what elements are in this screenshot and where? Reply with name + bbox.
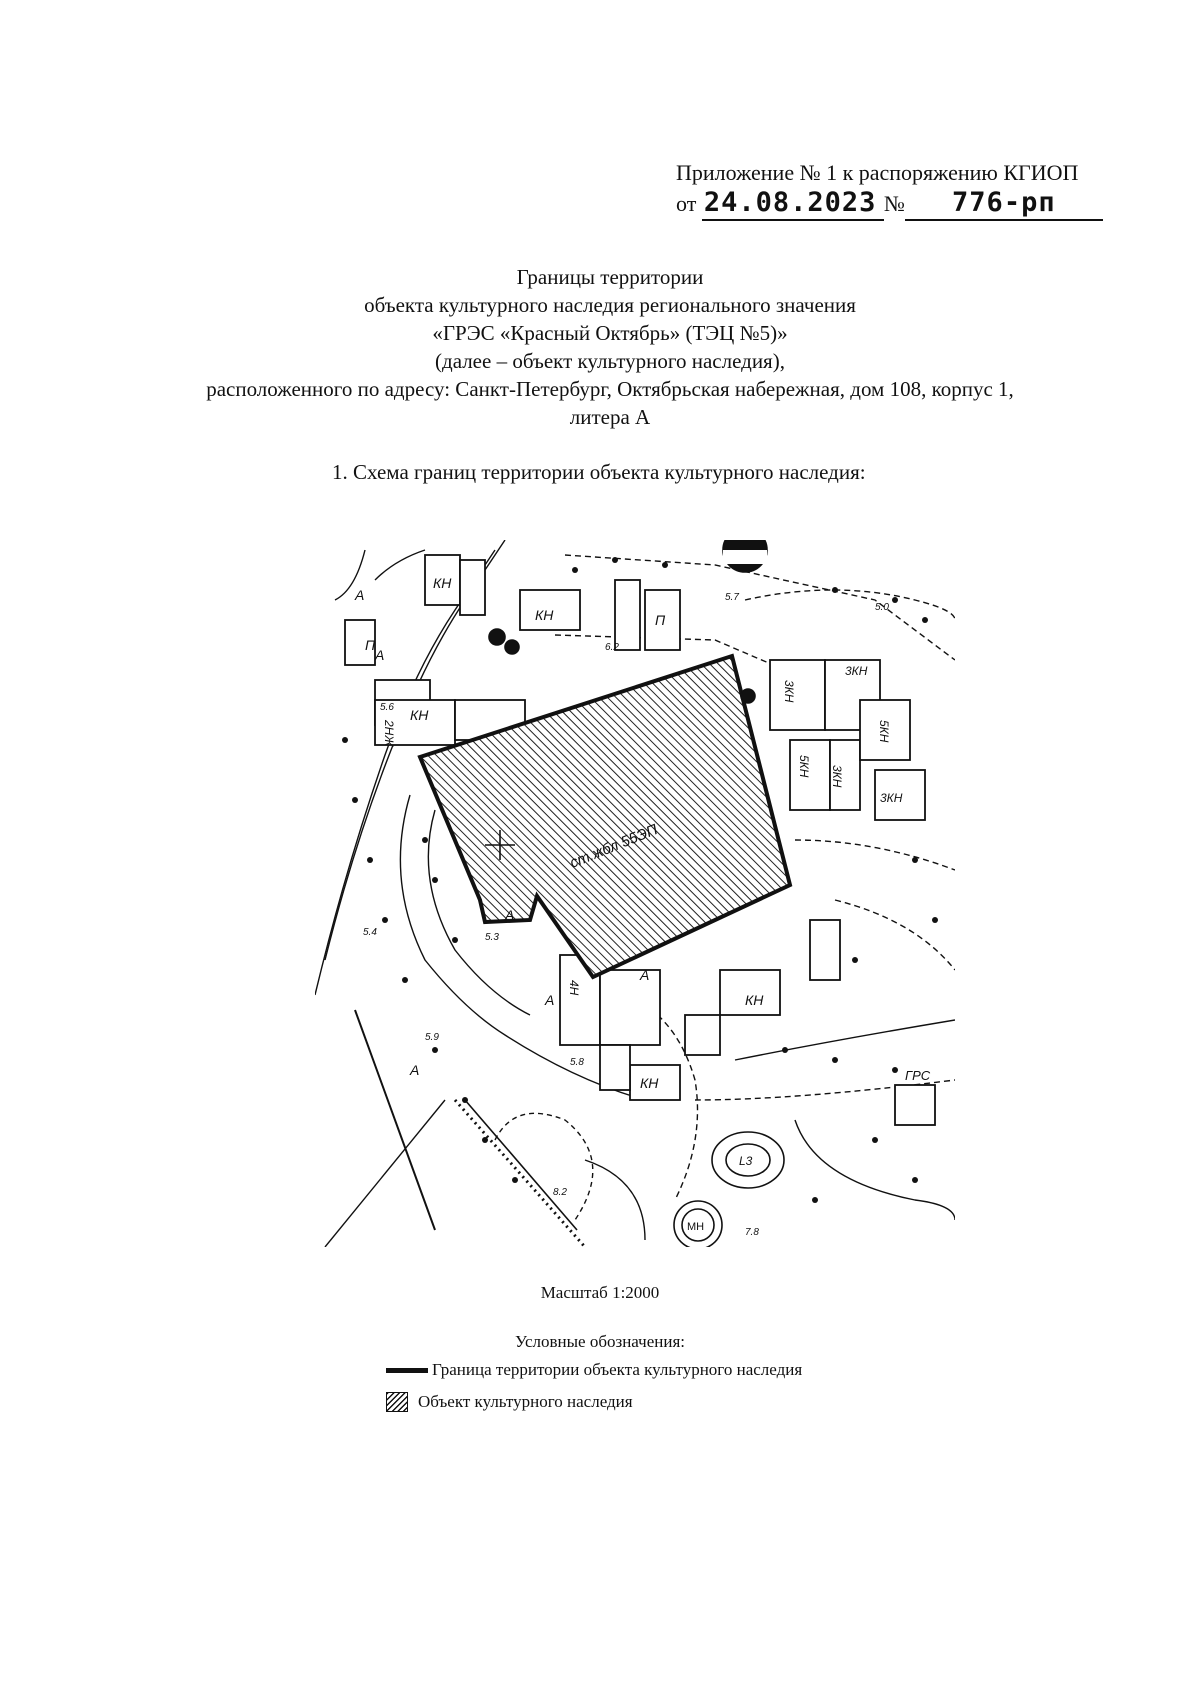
legend-label-boundary: Граница территории объекта культурного н… (432, 1360, 803, 1379)
boundary-map: ст.жбл 55ЭП КН КН КН КН КН П П А А А А А… (315, 540, 955, 1247)
appendix-header: Приложение № 1 к распоряжению КГИОП от 2… (676, 158, 1146, 222)
legend-title: Условные обозначения: (514, 1332, 686, 1351)
legend-label-heritage: Объект культурного наследия (418, 1392, 633, 1411)
label-kn-3: КН (745, 992, 764, 1008)
label-a-2: А (374, 647, 384, 663)
label-kn-1: КН (535, 607, 554, 623)
map-features (488, 540, 785, 1247)
title-line-5: расположенного по адресу: Санкт-Петербур… (206, 377, 1014, 401)
label-3kn-4: 3КН (830, 765, 844, 788)
elevation-3: 5.4 (363, 927, 377, 938)
title-line-1: Границы территории (516, 265, 704, 289)
elevation-6: 5.8 (570, 1057, 584, 1068)
center-cross (485, 830, 515, 860)
label-grs: ГРС (905, 1068, 931, 1083)
map-scale: Масштаб 1:2000 (540, 1283, 660, 1302)
label-p-1: П (365, 637, 376, 653)
label-kn-2: КН (410, 707, 429, 723)
label-3kn-1: 3КН (782, 680, 796, 703)
label-a-5: А (544, 992, 554, 1008)
label-l3: L3 (739, 1154, 753, 1168)
label-kn-4: КН (640, 1075, 659, 1091)
map-roads (315, 540, 955, 1247)
handwritten-number: 776-рп (952, 187, 1056, 218)
elevation-5: 5.9 (425, 1032, 439, 1043)
elevation-8: 7.8 (745, 1227, 759, 1238)
label-p-2: П (655, 612, 666, 628)
title-line-6: литера А (569, 405, 651, 429)
document-title: Границы территории объекта культурного н… (120, 263, 1100, 431)
label-nzh: 2НЖ (382, 719, 396, 747)
map-svg: ст.жбл 55ЭП КН КН КН КН КН П П А А А А А… (315, 540, 955, 1247)
elevation-4: 5.3 (485, 932, 499, 943)
elevation-10: 5.6 (380, 702, 394, 713)
heritage-object (417, 653, 793, 980)
elevation-1: 5.7 (725, 592, 739, 603)
label-mn: МН (687, 1221, 704, 1233)
label-a-6: А (409, 1062, 419, 1078)
map-points (342, 557, 938, 1203)
label-a-1: А (354, 587, 364, 603)
appendix-line: Приложение № 1 к распоряжению КГИОП (676, 160, 1079, 185)
label-5kn-1: 5КН (797, 755, 811, 778)
legend-item-boundary: Граница территории объекта культурного н… (386, 1360, 802, 1380)
label-5kn-2: 5КН (877, 720, 891, 743)
elevation-9: 8.2 (553, 1187, 567, 1198)
elevation-7: 6.2 (605, 642, 619, 653)
section-heading: 1. Схема границ территории объекта культ… (332, 460, 866, 484)
label-kn-5: КН (433, 575, 452, 591)
title-line-2: объекта культурного наследия регионально… (364, 293, 856, 317)
label-3kn-2: 3КН (845, 664, 868, 678)
legend-item-heritage: Объект культурного наследия (386, 1392, 633, 1412)
map-buildings (344, 554, 936, 1126)
label-a-3: А (504, 907, 514, 923)
title-line-3: «ГРЭС «Красный Октябрь» (ТЭЦ №5)» (432, 321, 788, 345)
label-3kn-3: 3КН (880, 791, 903, 805)
elevation-2: 5.0 (875, 602, 889, 613)
label-a-4: А (639, 967, 649, 983)
label-4n: 4Н (567, 980, 581, 996)
handwritten-date: 24.08.2023 (703, 187, 877, 218)
number-sign: № (883, 191, 905, 216)
hatch-swatch (386, 1392, 408, 1412)
title-line-4: (далее – объект культурного наследия), (435, 349, 785, 373)
from-prefix: от (676, 191, 697, 216)
boundary-line-swatch (386, 1367, 428, 1373)
